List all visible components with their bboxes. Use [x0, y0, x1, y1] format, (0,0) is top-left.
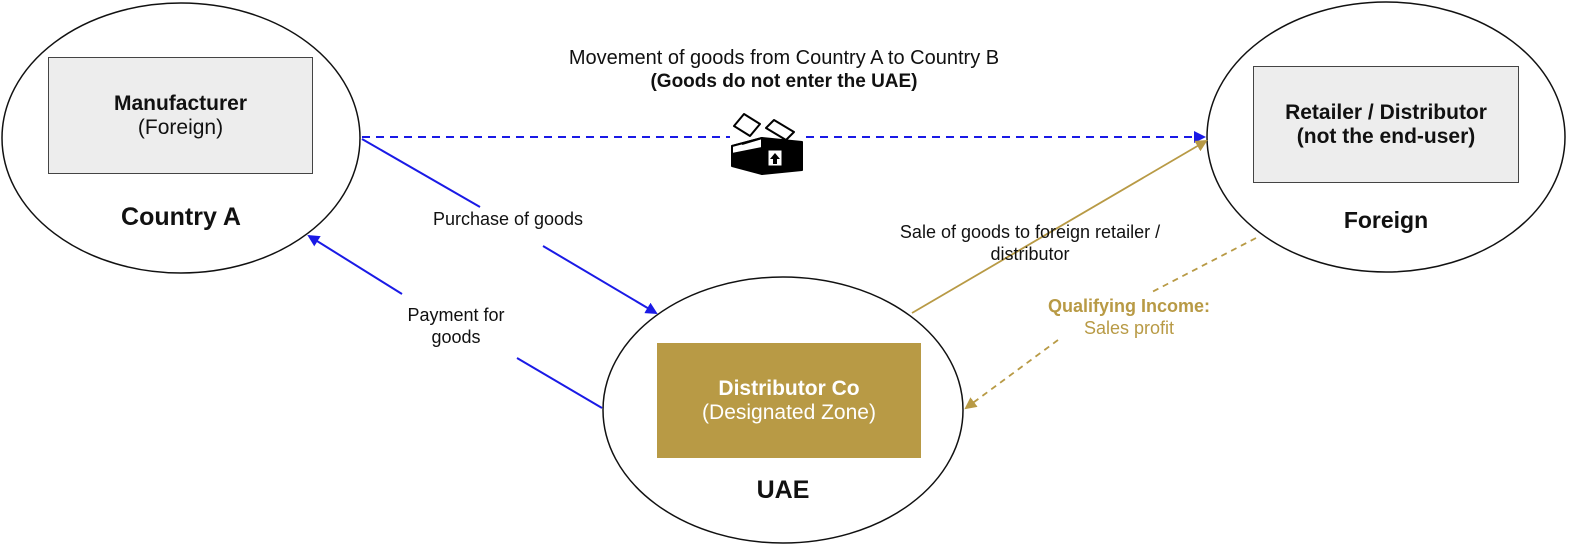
qualifying-income-title: Qualifying Income: — [1047, 296, 1211, 316]
purchase-arrow-upper — [361, 138, 481, 208]
qualifying-income-subtitle: Sales profit — [1083, 318, 1175, 338]
manufacturer-title: Manufacturer — [113, 91, 248, 115]
sale-label-line2: distributor — [990, 244, 1070, 264]
distributor-subtitle: (Designated Zone) — [702, 400, 876, 424]
box-icon — [731, 113, 803, 175]
payment-arrow-upper — [307, 234, 403, 295]
goods-movement-line1: Movement of goods from Country A to Coun… — [568, 47, 1000, 69]
sale-label-line1: Sale of goods to foreign retailer / — [899, 222, 1161, 242]
qualifying-income-label: Qualifying Income: Sales profit — [1048, 295, 1210, 339]
qualifying-income-arrow-upper — [1151, 237, 1257, 293]
payment-label-line1: Payment for — [407, 305, 505, 325]
distributor-box: Distributor Co (Designated Zone) — [657, 343, 921, 458]
foreign-label: Foreign — [1343, 207, 1429, 233]
purchase-label: Purchase of goods — [432, 209, 584, 229]
goods-movement-line2: (Goods do not enter the UAE) — [650, 71, 918, 92]
distributor-title: Distributor Co — [718, 376, 860, 400]
purchase-arrow-lower — [542, 245, 658, 315]
retailer-box: Retailer / Distributor (not the end-user… — [1253, 66, 1519, 183]
payment-label: Payment for goods — [407, 304, 504, 348]
payment-arrow-lower — [516, 357, 603, 409]
manufacturer-box: Manufacturer (Foreign) — [48, 57, 313, 174]
payment-label-line2: goods — [431, 327, 481, 347]
uae-label: UAE — [756, 476, 810, 504]
retailer-subtitle: (not the end-user) — [1296, 124, 1476, 148]
goods-movement-note: Movement of goods from Country A to Coun… — [569, 46, 999, 94]
retailer-title: Retailer / Distributor — [1285, 100, 1487, 124]
manufacturer-subtitle: (Foreign) — [137, 115, 224, 139]
qualifying-income-arrow-lower — [964, 339, 1059, 410]
country-a-label: Country A — [121, 203, 241, 231]
sale-arrow — [911, 139, 1208, 314]
sale-label: Sale of goods to foreign retailer / dist… — [900, 221, 1160, 265]
